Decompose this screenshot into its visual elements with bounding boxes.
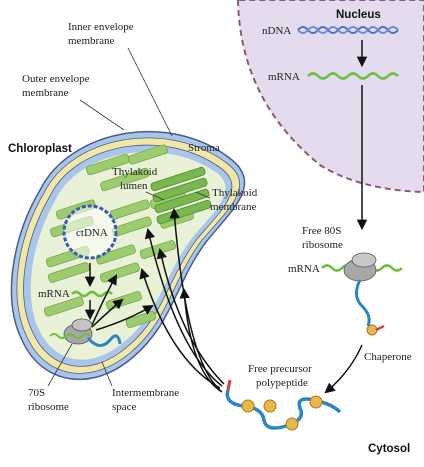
ribosome-70s-label-2: ribosome	[28, 401, 69, 413]
nucleus	[236, 0, 424, 194]
chaperone-on-nascent	[366, 324, 385, 336]
chaperones	[241, 395, 323, 431]
precursor-label-1: Free precursor	[248, 363, 312, 375]
intermembrane-pointer	[101, 361, 113, 387]
intermembrane-label-1: Intermembrane	[112, 387, 179, 399]
outer-envelope-pointer	[79, 99, 125, 131]
nascent-polypeptide	[355, 279, 371, 327]
chloroplast-label: Chloroplast	[8, 143, 72, 155]
inner-envelope-label-2: membrane	[68, 35, 115, 47]
chaperone-label: Chaperone	[364, 351, 412, 363]
mrna-chloroplast-label: mRNA	[38, 288, 70, 300]
outer-envelope-label-1: Outer envelope	[22, 73, 90, 85]
mrna-nuclear-label: mRNA	[268, 71, 300, 83]
ribosome-to-precursor-arrow	[324, 344, 363, 394]
thylakoid-membrane-label-2: membrane	[210, 201, 257, 213]
mrna-chloroplast	[71, 290, 113, 298]
ribosome-80s	[321, 252, 403, 282]
thylakoid-membrane-pointer	[195, 191, 211, 199]
free80s-label-1: Free 80S	[302, 225, 341, 237]
ribosome-70s-pointer	[47, 343, 73, 387]
inner-envelope-label-1: Inner envelope	[68, 21, 134, 33]
ndna-label: nDNA	[262, 25, 291, 37]
chloroplast: ctDNA mRNA	[10, 130, 246, 380]
free80s-label-2: ribosome	[302, 239, 343, 251]
thylakoid-lumen-label-1: Thylakoid	[112, 166, 158, 178]
mrna-nuclear	[307, 72, 399, 80]
ndna-helix	[297, 26, 399, 34]
precursor-label-2: polypeptide	[256, 377, 308, 389]
thylakoid-stacks	[43, 144, 194, 328]
ribosome-70s-label-1: 70S	[28, 387, 45, 399]
thylakoid-lumen-pointer	[145, 191, 165, 201]
ctdna-label: ctDNA	[76, 227, 108, 239]
ribosome-70s-product-arrows	[91, 274, 154, 331]
outer-envelope-label-2: membrane	[22, 87, 69, 99]
thylakoid-membrane-label-1: Thylakoid	[212, 187, 258, 199]
ctdna-ring	[62, 204, 118, 260]
mrna-cytosol-label: mRNA	[288, 263, 320, 275]
cytosol-label: Cytosol	[368, 443, 410, 455]
stroma-label: Stroma	[188, 142, 220, 154]
intermembrane-label-2: space	[112, 401, 137, 413]
inner-envelope-pointer	[127, 47, 173, 137]
thylakoid-lumen-label-2: lumen	[120, 180, 148, 192]
import-arrows	[139, 207, 225, 393]
ribosome-70s	[49, 318, 122, 347]
nucleus-label: Nucleus	[336, 9, 381, 21]
